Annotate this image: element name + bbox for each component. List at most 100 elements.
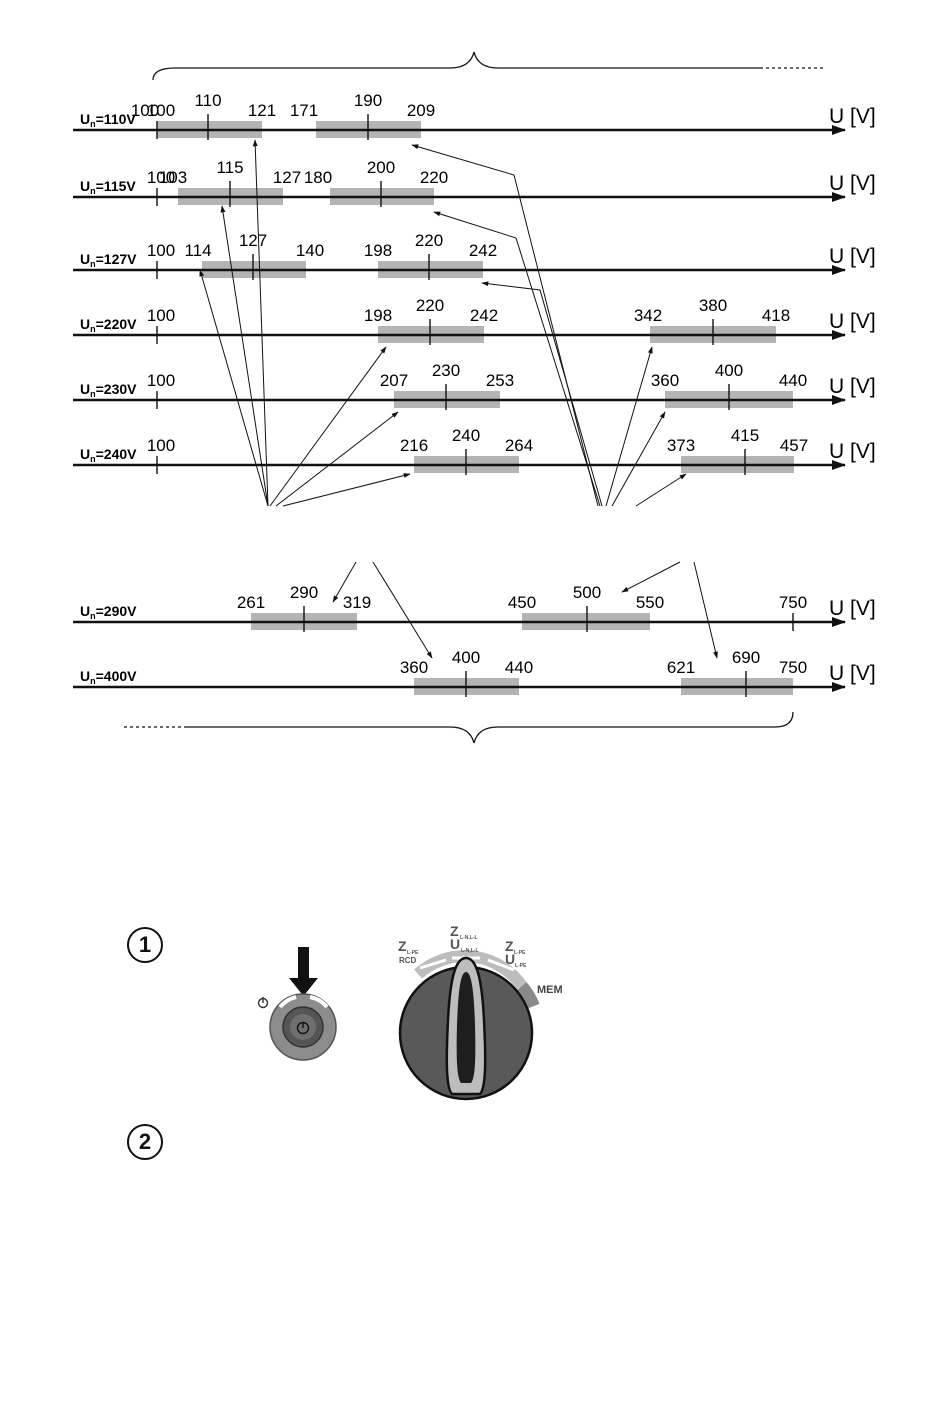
arrow xyxy=(621,561,681,593)
power-icon xyxy=(296,1021,310,1035)
dial-position-zln-uln: Z L-N,L-L U L-N,L-L xyxy=(450,923,479,954)
band-high-label: 550 xyxy=(636,593,664,612)
band-high-label: 440 xyxy=(779,371,807,390)
band-low-label: 373 xyxy=(667,436,695,455)
svg-text:L-N,L-L: L-N,L-L xyxy=(461,948,479,954)
band-nominal-label: 110 xyxy=(194,91,221,110)
band-low-label: 207 xyxy=(380,371,408,390)
band-nominal-label: 127 xyxy=(239,231,267,250)
band-low-label: 342 xyxy=(634,306,662,325)
band-high-label: 220 xyxy=(420,168,448,187)
band-low-label: 261 xyxy=(237,593,265,612)
arrow xyxy=(605,346,653,507)
band-nominal-label: 380 xyxy=(699,296,727,315)
step-number: 2 xyxy=(138,1129,152,1154)
axis-unit-label: U [V] xyxy=(829,597,876,620)
axis-tick-label: 100 xyxy=(147,101,175,120)
axis-unit-label: U [V] xyxy=(829,662,876,685)
band-low-label: 180 xyxy=(304,168,332,187)
nominal-voltage-label: Un=290V xyxy=(80,603,137,621)
band-low-label: 360 xyxy=(400,658,428,677)
band-nominal-label: 290 xyxy=(290,583,318,602)
power-button[interactable] xyxy=(269,993,337,1061)
band-nominal-label: 220 xyxy=(415,231,443,250)
axis-tick-label: 100 xyxy=(147,436,175,455)
arrow xyxy=(693,561,718,659)
axis-tick-label: 100 xyxy=(147,241,175,260)
dial-position-zlpe-ulpe: Z L-PE U L-PE xyxy=(505,938,527,969)
axis-unit-label: U [V] xyxy=(829,440,876,463)
step-number: 1 xyxy=(138,932,152,957)
band-high-label: 242 xyxy=(469,241,497,260)
axis-unit-label: U [V] xyxy=(829,245,876,268)
band-high-label: 140 xyxy=(296,241,324,260)
axis-tick-label: 100 xyxy=(147,371,175,390)
nominal-voltage-label: Un=240V xyxy=(80,446,137,464)
band-nominal-label: 500 xyxy=(573,583,601,602)
svg-text:L-PE: L-PE xyxy=(515,963,527,969)
svg-text:L-PE: L-PE xyxy=(407,950,419,956)
right-arrow-fan xyxy=(411,144,718,659)
axis-tick-label: 100 xyxy=(147,306,175,325)
band-nominal-label: 400 xyxy=(452,648,480,667)
nominal-voltage-label: Un=220V xyxy=(80,316,137,334)
arrow xyxy=(275,411,399,507)
band-low-label: 216 xyxy=(400,436,428,455)
band-nominal-label: 190 xyxy=(354,91,382,110)
arrow xyxy=(481,281,603,507)
axis-unit-label: U [V] xyxy=(829,172,876,195)
band-nominal-label: 220 xyxy=(416,296,444,315)
step-1-badge: 1 xyxy=(127,927,163,963)
axis-tick-label: 750 xyxy=(779,593,807,612)
svg-text:Z: Z xyxy=(450,923,459,939)
rotary-switch[interactable] xyxy=(398,950,540,1101)
band-low-label: 360 xyxy=(651,371,679,390)
arrow xyxy=(220,205,269,507)
svg-text:U: U xyxy=(450,936,460,952)
axis-unit-label: U [V] xyxy=(829,105,876,128)
axis-unit-label: U [V] xyxy=(829,375,876,398)
svg-text:U: U xyxy=(505,951,515,967)
procedure-steps: 1 2 xyxy=(0,900,950,1160)
band-low-label: 450 xyxy=(508,593,536,612)
arrow xyxy=(635,473,687,507)
band-high-label: 440 xyxy=(505,658,533,677)
arrow xyxy=(269,346,387,507)
band-high-label: 209 xyxy=(407,101,435,120)
svg-text:Z: Z xyxy=(505,938,514,954)
svg-text:RCD: RCD xyxy=(399,956,417,965)
arrow xyxy=(611,411,666,507)
band-high-label: 457 xyxy=(780,436,808,455)
nominal-voltage-label: Un=400V xyxy=(80,668,137,686)
band-nominal-label: 200 xyxy=(367,158,395,177)
press-down-arrow-icon xyxy=(289,947,318,996)
nominal-voltage-label: Un=110V xyxy=(80,111,136,129)
dial-position-zlpe-rcd: Z L-PE RCD xyxy=(398,938,419,965)
meter-controls: Z L-PE RCD Z L-N,L-L U L-N,L-L Z L-PE U … xyxy=(257,923,563,1101)
top-brace xyxy=(152,51,825,81)
left-arrow-fan xyxy=(199,139,433,659)
band-high-label: 418 xyxy=(762,306,790,325)
nominal-voltage-label: Un=115V xyxy=(80,178,136,196)
band-high-label: 750 xyxy=(779,658,807,677)
arrow xyxy=(433,211,601,507)
nominal-voltage-label: Un=230V xyxy=(80,381,137,399)
nominal-voltage-label: Un=127V xyxy=(80,251,137,269)
band-high-label: 121 xyxy=(248,101,276,120)
svg-text:L-PE: L-PE xyxy=(514,950,526,956)
band-nominal-label: 240 xyxy=(452,426,480,445)
band-low-label: 171 xyxy=(290,101,318,120)
band-high-label: 264 xyxy=(505,436,533,455)
svg-text:L-N,L-L: L-N,L-L xyxy=(460,935,478,941)
band-low-label: 621 xyxy=(667,658,695,677)
axis-tick-label: 100 xyxy=(147,168,175,187)
arrow xyxy=(199,269,269,507)
arrow xyxy=(332,561,357,603)
band-low-label: 198 xyxy=(364,241,392,260)
bottom-brace xyxy=(124,711,794,744)
